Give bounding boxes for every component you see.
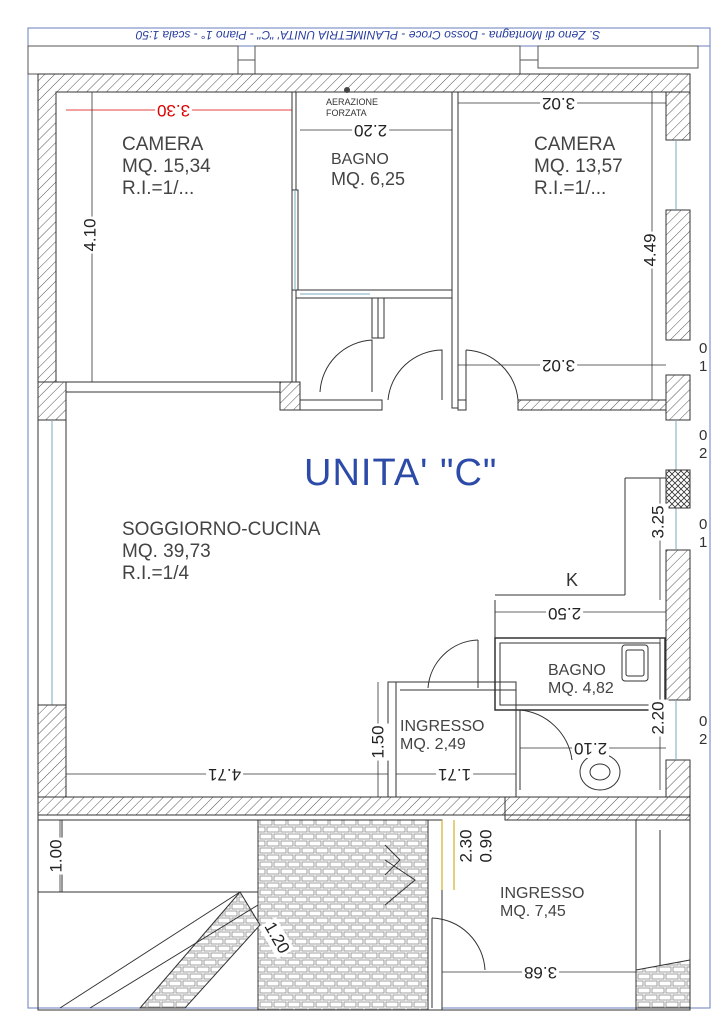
room-ri: R.I.=1/...	[534, 177, 607, 199]
dim-3-02-bottom: 3.02	[540, 355, 578, 375]
dim-3-68: 3.68	[522, 962, 560, 982]
chimney	[665, 469, 691, 509]
door-bagno2	[519, 709, 573, 761]
door-bagno	[319, 339, 373, 393]
edge-mark: 0	[699, 713, 708, 730]
edge-mark: 0	[699, 516, 708, 533]
dim-3-02-top: 3.02	[540, 93, 578, 113]
edge-mark: 1	[699, 534, 708, 551]
title-strip: S. Zeno di Montagna - Dosso Croce - PLAN…	[28, 28, 708, 46]
edge-mark: 0	[699, 427, 708, 444]
upper-wall-block	[27, 45, 239, 75]
wall-ingresso2	[427, 819, 443, 1011]
dim-1-71: 1.71	[436, 764, 474, 784]
room-area: MQ. 7,45	[500, 903, 566, 921]
room-name: BAGNO	[548, 662, 606, 679]
room-area: MQ. 2,49	[400, 736, 466, 754]
room-name: CAMERA	[534, 134, 616, 155]
edge-mark: 0	[699, 340, 708, 357]
plan-title: S. Zeno di Montagna - Dosso Croce - PLAN…	[135, 28, 601, 42]
stair-ramp	[138, 891, 261, 1009]
stair-right	[635, 959, 691, 1009]
wall-camera2-soggiorno	[517, 399, 667, 411]
edge-mark: 2	[699, 445, 708, 462]
note-k: K	[566, 570, 579, 590]
room-ri: R.I.=1/4	[122, 562, 190, 584]
note-forzata: FORZATA	[326, 108, 367, 118]
room-area: MQ. 13,57	[534, 155, 623, 177]
room-camera1-label: CAMERA MQ. 15,34 R.I.=1/...	[122, 134, 211, 200]
edge-mark: 1	[699, 358, 708, 375]
room-bagno2-label: BAGNO MQ. 4,82	[548, 662, 614, 699]
door-soggiorno	[387, 349, 443, 401]
wall-bagno-bottom	[295, 289, 453, 299]
vent-icon	[344, 87, 350, 93]
dim-2-10: 2.10	[572, 738, 610, 758]
room-name: CAMERA	[122, 134, 204, 155]
room-soggiorno-label: SOGGIORNO-CUCINA MQ. 39,73 R.I.=1/4	[122, 519, 320, 585]
dim-2-30: 2.30	[456, 827, 477, 865]
room-camera2-label: CAMERA MQ. 13,57 R.I.=1/...	[534, 134, 623, 200]
room-ingresso1-label: INGRESSO MQ. 2,49	[400, 718, 484, 755]
dim-0-90: 0.90	[476, 827, 497, 865]
stair-landing	[37, 819, 259, 893]
room-area: MQ. 6,25	[331, 169, 406, 190]
room-area: MQ. 4,82	[548, 680, 614, 698]
dim-1-00: 1.00	[46, 837, 67, 875]
room-name: INGRESSO	[400, 718, 485, 735]
outer-wall-bottom	[37, 796, 506, 816]
door-camera2	[465, 349, 519, 401]
dim-3-25: 3.25	[648, 503, 669, 541]
room-name: BAGNO	[331, 151, 389, 168]
room-area: MQ. 15,34	[122, 155, 211, 177]
dim-4-49: 4.49	[640, 231, 661, 269]
outer-wall-right	[665, 91, 691, 141]
dim-3-30: 3.30	[155, 100, 193, 120]
dim-2-50: 2.50	[546, 603, 584, 623]
room-name: SOGGIORNO-CUCINA	[122, 519, 321, 540]
room-ri: R.I.=1/...	[122, 177, 195, 199]
dim-2-20-bagno2: 2.20	[648, 699, 669, 737]
dim-1-50: 1.50	[368, 723, 389, 761]
outer-wall-left-upper	[37, 381, 67, 421]
dim-2-20-bagno: 2.20	[352, 120, 390, 140]
wall-camera1-soggiorno	[65, 381, 301, 393]
toilet	[579, 753, 621, 791]
room-name: INGRESSO	[500, 885, 585, 902]
dim-4-71: 4.71	[206, 764, 244, 784]
note-aerazione: AERAZIONE	[326, 97, 379, 107]
stair-tiles	[257, 819, 429, 1011]
room-ingresso2-label: INGRESSO MQ. 7,45	[500, 885, 584, 922]
room-area: MQ. 39,73	[122, 540, 211, 562]
room-bagno1-label: BAGNO MQ. 6,25	[331, 151, 405, 190]
unit-title: UNITA' "C"	[304, 452, 498, 494]
edge-mark: 2	[699, 731, 708, 748]
sink	[621, 644, 649, 682]
door-ingresso2	[431, 917, 486, 971]
door-ingresso1	[427, 639, 479, 689]
dim-4-10: 4.10	[80, 216, 101, 254]
